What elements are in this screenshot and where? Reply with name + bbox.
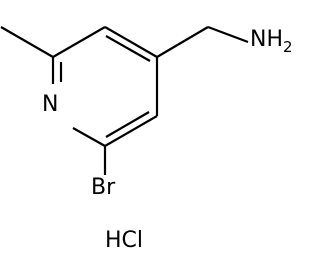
molecule-drawing: N NH2 Br HCl — [0, 25, 293, 253]
pyridine-ring — [51, 26, 159, 147]
amine-subscript: 2 — [283, 38, 293, 56]
amine-nh-text: NH — [250, 27, 283, 52]
methyl-bond — [0, 26, 54, 58]
chemical-structure-diagram: N NH2 Br HCl — [0, 25, 293, 253]
ring-bond-c5-c4-inner — [105, 35, 151, 62]
ch2-bond-amine — [207, 25, 249, 44]
amine-label: NH2 — [250, 27, 293, 56]
ring-bond-c3-c2 — [104, 115, 158, 147]
ring-bond-c2-n — [72, 127, 106, 147]
ring-bond-c6-c5 — [52, 26, 106, 58]
hcl-salt-label: HCl — [105, 228, 143, 253]
ring-bond-c5-c4 — [104, 26, 158, 58]
bromine-label: Br — [91, 175, 116, 200]
ch2-bond-ring — [156, 26, 209, 58]
ring-bond-c3-c2-inner — [105, 111, 150, 138]
ring-nitrogen-label: N — [42, 92, 58, 117]
